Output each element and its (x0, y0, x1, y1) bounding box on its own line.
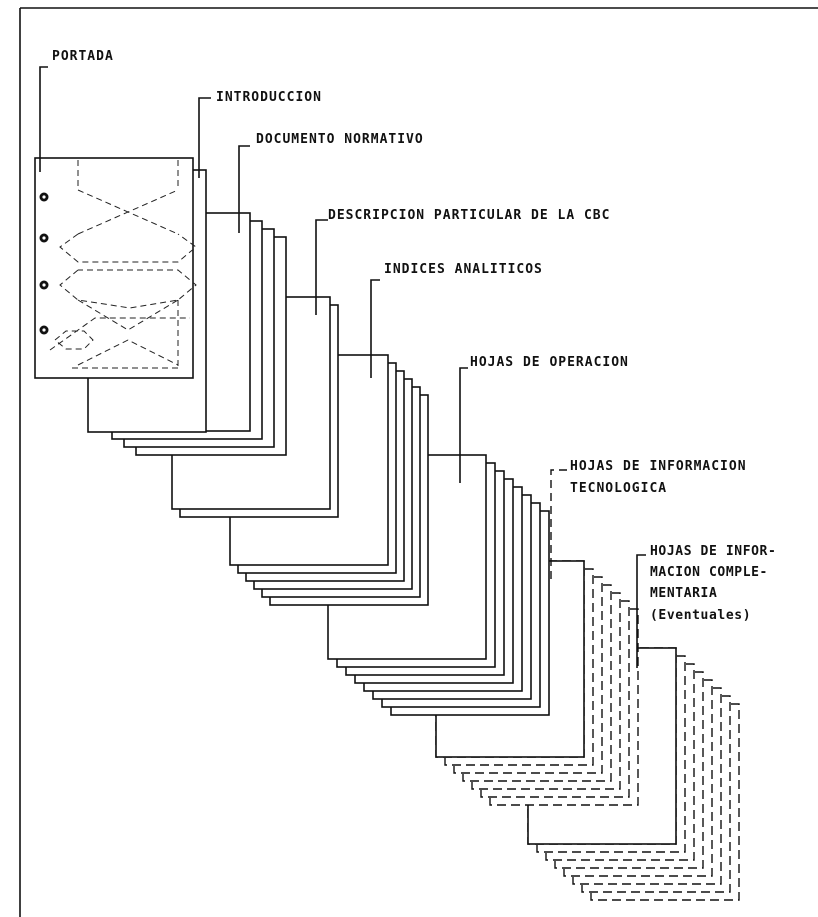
label-documento-normativo: DOCUMENTO NORMATIVO (256, 132, 424, 147)
label-hojas-operacion: HOJAS DE OPERACION (470, 355, 629, 370)
sheet-portada (34, 157, 197, 379)
leader-portada (39, 66, 48, 172)
label-introduccion: INTRODUCCION (216, 90, 322, 105)
binder-holes (39, 192, 49, 335)
labels: PORTADA INTRODUCCION DOCUMENTO NORMATIVO… (52, 49, 776, 623)
cover-decoration (49, 160, 197, 369)
label-descripcion-particular: DESCRIPCION PARTICULAR DE LA CBC (328, 208, 610, 223)
leader-tecnologica (550, 469, 567, 580)
leader-indices (370, 279, 380, 378)
leader-introduccion (198, 97, 211, 178)
figure-frame (19, 7, 818, 917)
label-info-complementaria-line4: (Eventuales) (650, 608, 751, 623)
portada-sheet (34, 157, 194, 379)
label-info-tecnologica-line2: TECNOLOGICA (570, 481, 667, 496)
label-portada: PORTADA (52, 49, 114, 64)
label-info-complementaria-line3: MENTARIA (650, 586, 717, 601)
label-info-complementaria-line2: MACION COMPLE- (650, 565, 768, 580)
leader-documento-normativo (238, 145, 250, 233)
leader-complementaria (636, 554, 646, 668)
leader-lines (39, 66, 646, 668)
leader-descripcion (315, 219, 328, 315)
leader-hojas-operacion (459, 367, 468, 483)
label-indices-analiticos: INDICES ANALITICOS (384, 262, 543, 277)
label-info-tecnologica-line1: HOJAS DE INFORMACION (570, 459, 747, 474)
label-info-complementaria-line1: HOJAS DE INFOR- (650, 544, 776, 559)
